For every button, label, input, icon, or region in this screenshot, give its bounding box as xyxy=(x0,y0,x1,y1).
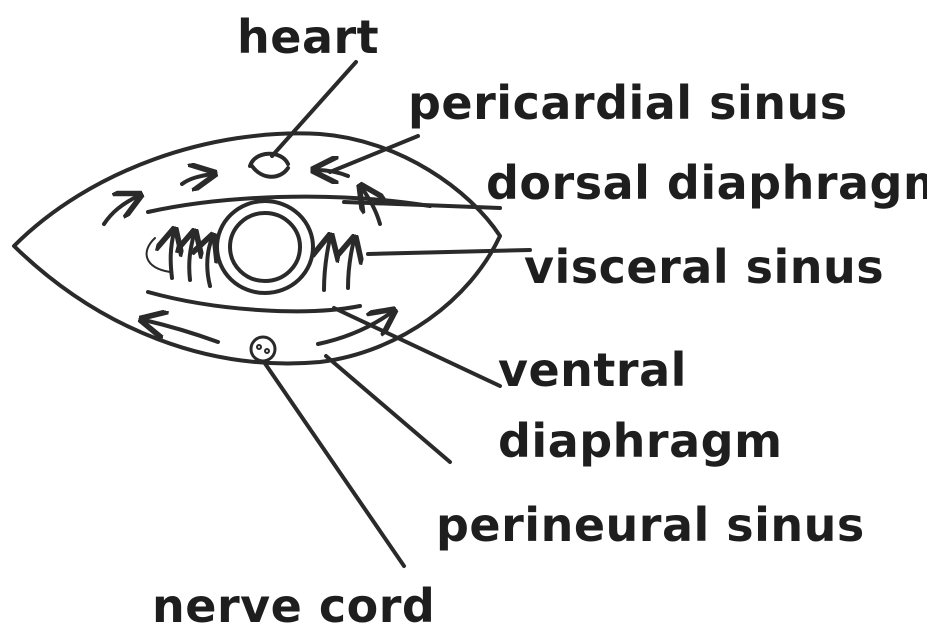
gut-inner-ring xyxy=(230,213,300,281)
arrow-dorsal-right xyxy=(362,188,380,224)
arrow-visceral-4 xyxy=(324,238,330,290)
label-nerve-cord: nerve cord xyxy=(152,583,435,629)
leader-visceral-sinus xyxy=(368,250,530,254)
label-perineural-sinus: perineural sinus xyxy=(436,502,865,548)
leader-perineural-sinus xyxy=(326,356,450,462)
label-pericardial-sinus: pericardial sinus xyxy=(408,80,848,126)
nerve-cord-dot-2 xyxy=(265,349,269,353)
arrow-visceral-1 xyxy=(171,232,174,278)
arrow-dorsal-top-left xyxy=(182,174,212,184)
leader-heart xyxy=(272,62,356,156)
leader-pericardial-sinus xyxy=(330,136,418,172)
leader-nerve-cord xyxy=(264,362,404,566)
label-heart: heart xyxy=(237,14,379,60)
heart-shape xyxy=(250,154,288,166)
arrow-dorsal-left xyxy=(104,196,138,224)
ventral-diaphragm xyxy=(148,292,360,311)
arrow-visceral-3 xyxy=(207,238,212,286)
nerve-cord-dot-1 xyxy=(257,345,261,349)
sketch-line xyxy=(147,238,170,272)
heart-shape-bottom xyxy=(252,166,288,177)
body-outline xyxy=(14,133,500,363)
arrow-visceral-5 xyxy=(348,240,354,288)
label-dorsal-diaphragm: dorsal diaphragm xyxy=(486,160,927,206)
leader-ventral-diaphragm xyxy=(334,308,500,386)
arrow-visceral-2 xyxy=(189,234,194,280)
label-ventral-diaphragm-line2: diaphragm xyxy=(498,418,783,464)
label-visceral-sinus: visceral sinus xyxy=(524,244,884,290)
nerve-cord-shape xyxy=(251,337,275,361)
label-ventral-diaphragm-line1: ventral xyxy=(498,347,687,393)
